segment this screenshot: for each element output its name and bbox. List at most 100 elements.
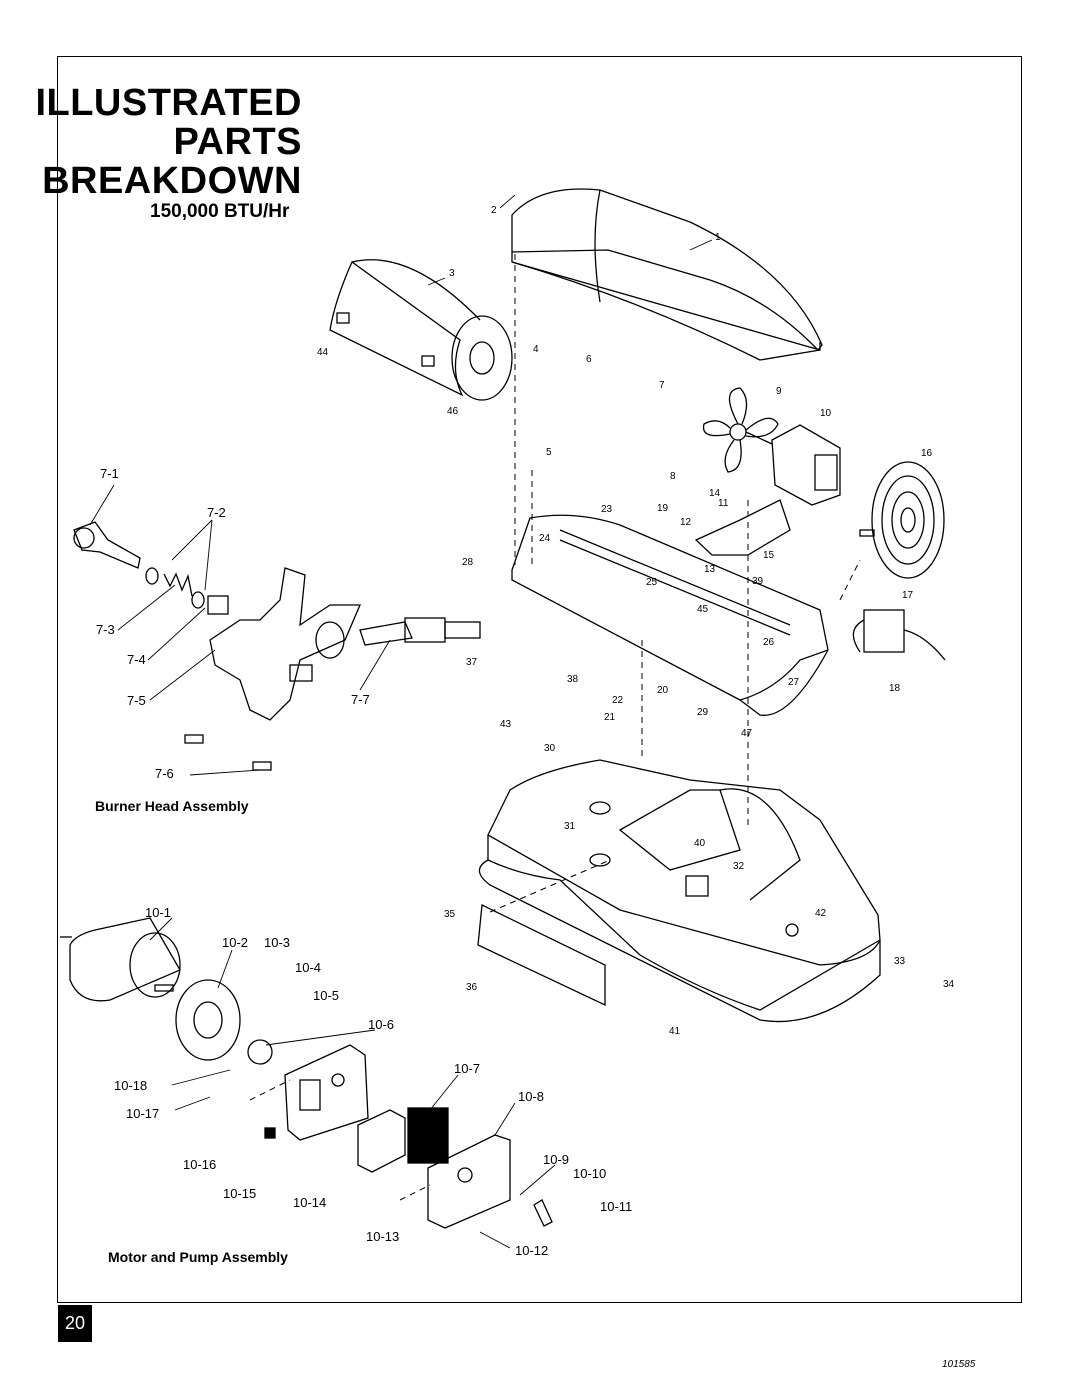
label-10-7: 10-7 xyxy=(454,1061,480,1076)
label-9: 9 xyxy=(776,386,782,397)
label-41: 41 xyxy=(669,1026,681,1037)
motor-section-heading: Motor and Pump Assembly xyxy=(108,1249,288,1265)
label-10-14: 10-14 xyxy=(293,1195,326,1210)
label-20: 20 xyxy=(657,685,669,696)
label-10-3: 10-3 xyxy=(264,935,290,950)
label-4: 4 xyxy=(533,344,539,355)
label-11: 11 xyxy=(718,498,729,509)
label-7-4: 7-4 xyxy=(127,652,146,667)
spring xyxy=(163,572,193,597)
label-10-15: 10-15 xyxy=(223,1186,256,1201)
label-37: 37 xyxy=(466,657,478,668)
plug xyxy=(264,1127,276,1139)
label-19: 19 xyxy=(657,503,669,514)
label-10-2: 10-2 xyxy=(222,935,248,950)
burner-nozzle xyxy=(73,521,141,569)
label-10-13: 10-13 xyxy=(366,1229,399,1244)
filter-gasket xyxy=(357,1109,406,1173)
label-12: 12 xyxy=(680,517,692,528)
label-21: 21 xyxy=(604,712,616,723)
page-number: 20 xyxy=(58,1305,92,1342)
label-7-2: 7-2 xyxy=(207,505,226,520)
label-10-5: 10-5 xyxy=(313,988,339,1003)
label-38: 38 xyxy=(567,674,579,685)
label-14: 14 xyxy=(709,488,721,499)
side-panel xyxy=(477,904,606,1007)
label-2: 2 xyxy=(491,205,497,216)
label-10-18: 10-18 xyxy=(114,1078,147,1093)
label-34: 34 xyxy=(943,979,955,990)
filter xyxy=(407,1107,449,1164)
fan-guard xyxy=(859,461,945,579)
label-1: 1 xyxy=(715,232,721,243)
label-10-10: 10-10 xyxy=(573,1166,606,1181)
label-10: 10 xyxy=(820,408,832,419)
electrode-assembly xyxy=(359,617,481,646)
label-40: 40 xyxy=(694,838,706,849)
label-13: 13 xyxy=(704,564,716,575)
label-10-16: 10-16 xyxy=(183,1157,216,1172)
label-7-6: 7-6 xyxy=(155,766,174,781)
o-ring xyxy=(191,591,205,609)
label-10-8: 10-8 xyxy=(518,1089,544,1104)
pump-spring xyxy=(533,1199,553,1227)
label-44: 44 xyxy=(317,347,329,358)
label-10-1: 10-1 xyxy=(145,905,171,920)
title-line-2: PARTS xyxy=(173,121,302,163)
label-10-6: 10-6 xyxy=(368,1017,394,1032)
label-25: 25 xyxy=(646,577,658,588)
fan-blade xyxy=(702,387,779,473)
title-line-1: ILLUSTRATED xyxy=(35,82,302,124)
label-17: 17 xyxy=(902,590,914,601)
label-27: 27 xyxy=(788,677,800,688)
fan-motor xyxy=(771,424,841,506)
label-26: 26 xyxy=(763,637,775,648)
label-32: 32 xyxy=(733,861,745,872)
bracket xyxy=(694,499,791,556)
fitting-2 xyxy=(252,761,272,771)
label-46: 46 xyxy=(447,406,459,417)
label-10-9: 10-9 xyxy=(543,1152,569,1167)
subtitle: 150,000 BTU/Hr xyxy=(150,201,290,222)
label-39: 39 xyxy=(752,576,764,587)
burner-head xyxy=(209,567,361,721)
document-number: 101585 xyxy=(942,1359,976,1370)
label-7-3: 7-3 xyxy=(96,622,115,637)
label-7-5: 7-5 xyxy=(127,693,146,708)
label-16: 16 xyxy=(921,448,933,459)
fuel-tank xyxy=(478,759,881,1023)
label-10-4: 10-4 xyxy=(295,960,321,975)
label-30: 30 xyxy=(544,743,556,754)
label-5: 5 xyxy=(546,447,552,458)
burner-section-heading: Burner Head Assembly xyxy=(95,798,249,814)
label-3: 3 xyxy=(449,268,455,279)
washer xyxy=(145,567,159,585)
label-10-12: 10-12 xyxy=(515,1243,548,1258)
pump-body xyxy=(284,1044,369,1141)
coupling xyxy=(247,1039,273,1065)
top-cover-shell xyxy=(511,188,823,361)
label-8: 8 xyxy=(670,471,676,482)
base-frame xyxy=(511,514,829,716)
fitting-1 xyxy=(184,734,204,744)
label-15: 15 xyxy=(763,550,775,561)
label-6: 6 xyxy=(586,354,592,365)
label-18: 18 xyxy=(889,683,901,694)
label-10-11: 10-11 xyxy=(600,1199,632,1214)
rear-shell xyxy=(329,259,513,401)
label-7-7: 7-7 xyxy=(351,692,370,707)
label-7: 7 xyxy=(659,380,665,391)
label-28: 28 xyxy=(462,557,474,568)
label-33: 33 xyxy=(894,956,906,967)
label-43: 43 xyxy=(500,719,512,730)
label-47: 47 xyxy=(741,728,753,739)
label-42: 42 xyxy=(815,908,827,919)
label-10-17: 10-17 xyxy=(126,1106,159,1121)
label-22: 22 xyxy=(612,695,624,706)
label-36: 36 xyxy=(466,982,478,993)
label-45: 45 xyxy=(697,604,709,615)
title-line-3: BREAKDOWN xyxy=(42,160,302,202)
pump-motor xyxy=(60,917,181,1002)
label-24: 24 xyxy=(539,533,551,544)
